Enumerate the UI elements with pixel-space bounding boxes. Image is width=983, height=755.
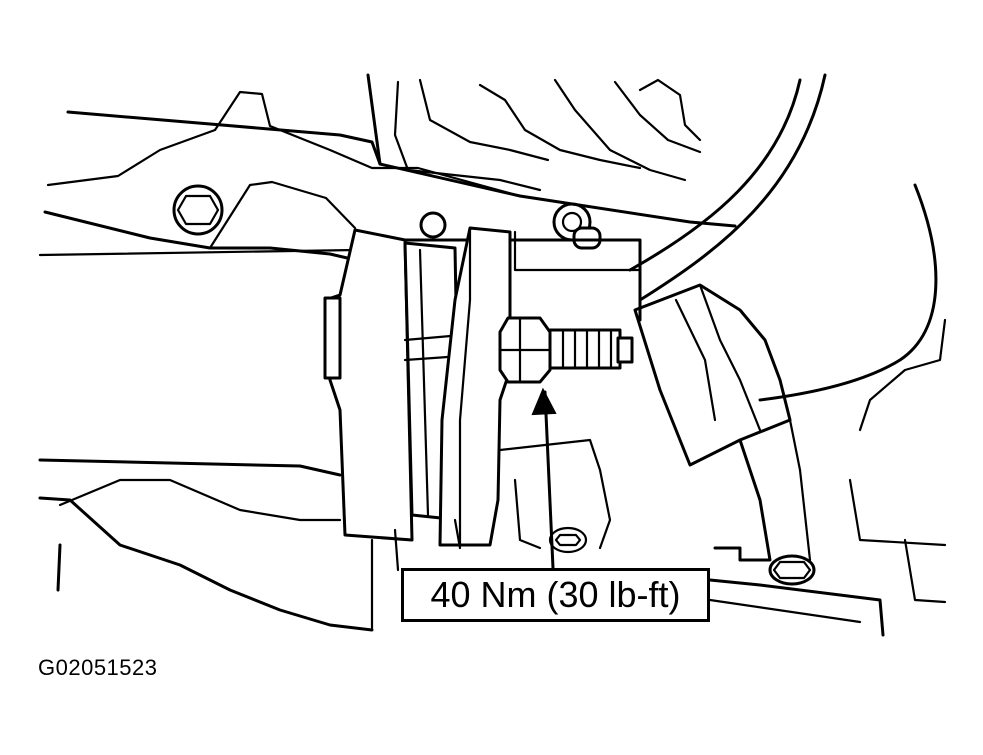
lower-right-base-2 <box>708 598 862 624</box>
small-bolt-lower <box>548 526 588 554</box>
base-plate-lower-2 <box>513 478 542 550</box>
figure-id: G02051523 <box>38 655 158 680</box>
upper-housing-inner <box>46 90 522 198</box>
torque-nut <box>498 316 552 384</box>
lower-right-base-3 <box>848 478 947 547</box>
housing-step <box>38 248 357 257</box>
housing-top-left <box>366 73 382 166</box>
housing-top-rib-4 <box>553 78 687 182</box>
torque-callout-box: 40 Nm (30 lb-ft) <box>401 568 710 622</box>
clamp-middle-rib <box>418 248 430 517</box>
housing-lower-edge <box>43 210 358 262</box>
lower-right-frame-2 <box>788 418 812 562</box>
lower-vertical-3 <box>453 518 462 550</box>
bracket-outline <box>633 283 792 467</box>
bracket-rib-1 <box>698 283 762 432</box>
housing-top-rib-2 <box>418 78 550 162</box>
bracket-rib-2 <box>674 298 717 422</box>
housing-top-rib-3 <box>478 83 642 170</box>
lower-left-edge-4 <box>56 543 62 592</box>
lower-vertical-2 <box>393 528 400 572</box>
hex-bolt-lower-right <box>768 554 816 586</box>
threaded-stud <box>548 328 634 370</box>
clamp-spacer-left <box>323 296 342 380</box>
torque-arrow <box>531 387 557 570</box>
lower-left-edge-3 <box>58 478 342 522</box>
hex-bolt-left <box>172 184 224 236</box>
clamp-plate-right <box>438 226 512 547</box>
lower-right-base <box>708 578 885 637</box>
housing-edge-2 <box>208 180 357 250</box>
housing-top-rib-5 <box>613 80 702 154</box>
housing-top-rib-1 <box>393 80 542 192</box>
lower-right-frame <box>713 438 772 562</box>
lower-right-line <box>903 538 947 604</box>
lower-left-edge-2 <box>38 496 374 632</box>
clamp-right-rib <box>458 226 472 547</box>
lower-left-edge-1 <box>38 458 342 477</box>
rim-right <box>758 183 938 402</box>
clamp-plate-left <box>323 228 414 542</box>
torque-callout-text: 40 Nm (30 lb-ft) <box>430 574 681 615</box>
rim-inner <box>628 78 802 272</box>
small-hole <box>419 211 447 239</box>
base-plate-lower <box>498 438 612 550</box>
base-plate-step <box>513 230 642 272</box>
housing-top-rib-6 <box>638 78 702 142</box>
rim-outer <box>638 73 827 302</box>
bracket-edge <box>858 318 947 432</box>
